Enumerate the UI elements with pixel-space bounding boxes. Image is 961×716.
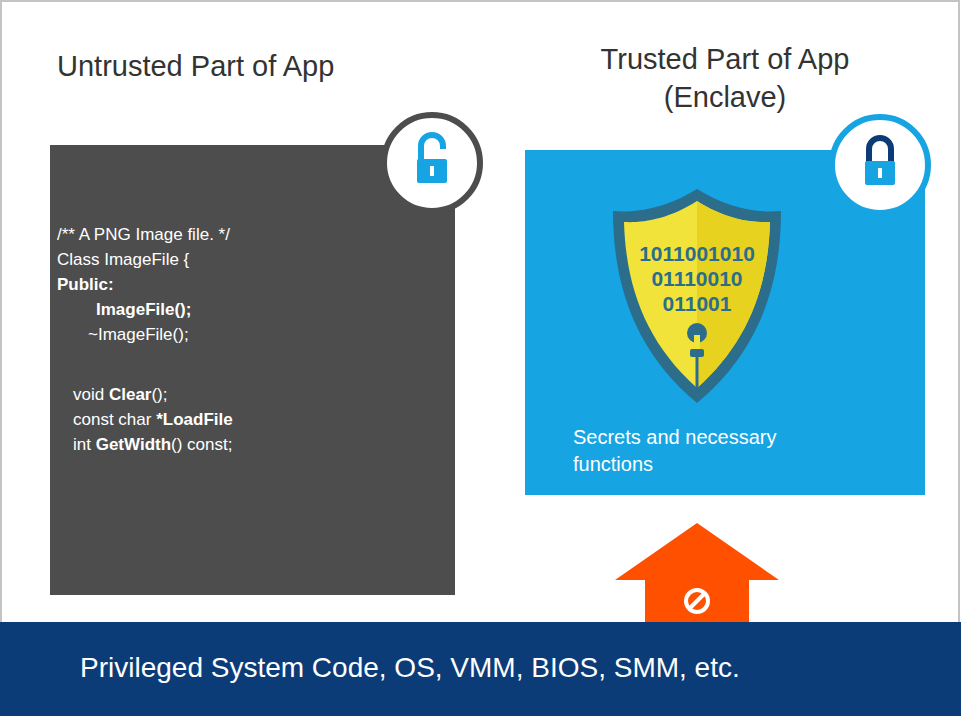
- region-heading: Trusted Part of App (Enclave): [570, 40, 880, 116]
- code-line: int GetWidth() const;: [73, 435, 232, 455]
- band-label: Privileged System Code, OS, VMM, BIOS, S…: [80, 652, 740, 684]
- keyhole-slot: [694, 335, 700, 349]
- enclave-box: Trusted Part of App (Enclave)Secrets and…: [525, 150, 925, 495]
- lock-keyhole: [878, 168, 882, 178]
- lock-body: [417, 159, 447, 183]
- enclave-caption: Secrets and necessary functions: [573, 424, 823, 478]
- code-line: void Clear();: [73, 385, 168, 405]
- no-entry-slash: [690, 594, 704, 608]
- code-line: ImageFile();: [96, 300, 191, 320]
- code-line: Class ImageFile {: [57, 250, 189, 270]
- code-line: Public:: [57, 275, 114, 295]
- lock-body: [865, 161, 895, 185]
- region-heading: Untrusted Part of App: [57, 50, 334, 83]
- binary-digits: 011001: [597, 292, 797, 316]
- binary-digits: 01110010: [597, 267, 797, 291]
- code-line: /** A PNG Image file. */: [57, 225, 230, 245]
- keyhole-base: [690, 349, 704, 357]
- unlocked-padlock-icon: [377, 108, 487, 218]
- no-entry-symbol: [686, 590, 708, 612]
- open-shackle: [421, 135, 443, 160]
- closed-shackle: [869, 138, 891, 163]
- untrusted-box: Untrusted Part of App/** A PNG Image fil…: [50, 145, 455, 595]
- binary-digits: 1011001010: [597, 242, 797, 266]
- code-line: ~ImageFile();: [88, 325, 189, 345]
- icon-circle: [384, 115, 480, 211]
- icon-circle: [832, 117, 928, 213]
- code-line: const char *LoadFile: [73, 410, 233, 430]
- block-arrow: [615, 523, 779, 622]
- arrow-body: [615, 523, 779, 622]
- privileged-band: Privileged System Code, OS, VMM, BIOS, S…: [0, 622, 961, 716]
- lock-keyhole: [430, 166, 434, 176]
